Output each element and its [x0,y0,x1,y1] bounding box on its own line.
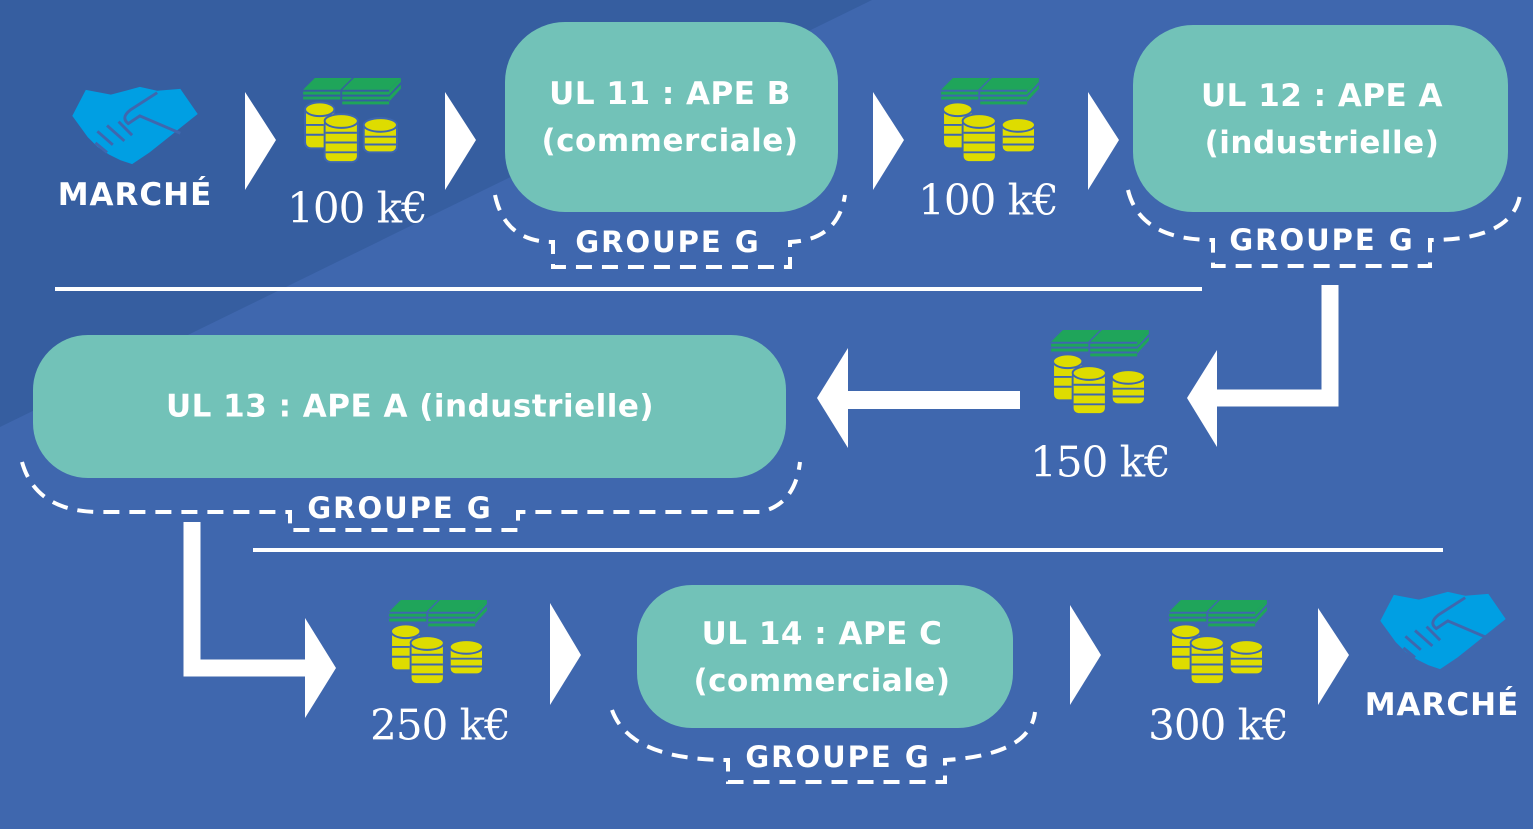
unit-ul14-line1: UL 14 : APE C [701,616,943,652]
arrow-icon [445,92,476,190]
unit-ul11-line2: (commerciale) [541,123,799,159]
group-bracket-ul13 [20,461,802,532]
unit-ul13-line1: UL 13 : APE A (industrielle) [165,388,655,425]
unit-ul12-label: UL 12 : APE A (industrielle) [1201,73,1443,167]
arrow-icon [1088,92,1119,190]
money-icon [1050,330,1150,416]
arrow-icon [873,92,904,190]
amount-5: 300 k€ [1148,700,1289,750]
unit-ul13-label: UL 13 : APE A (industrielle) [166,384,654,431]
unit-ul12-line2: (industrielle) [1204,125,1440,161]
amount-3: 150 k€ [1030,437,1171,487]
group-label-ul13: GROUPE G [307,491,493,525]
arrow-icon [817,348,848,448]
elbow-arrow-line [183,522,308,677]
arrow-icon [1318,608,1349,705]
box-ul12 [1133,25,1508,212]
amount-4: 250 k€ [370,700,511,750]
arrow-icon [305,618,336,718]
group-label-ul11: GROUPE G [575,225,761,259]
group-bracket-ul14 [610,709,1037,784]
market-label-end: MARCHÉ [1364,687,1520,723]
amount-1: 100 k€ [287,183,428,233]
group-bracket-ul12 [1126,189,1522,268]
group-label-ul12: GROUPE G [1229,223,1415,257]
arrow-icon [550,603,581,705]
handshake-icon [1378,590,1508,671]
box-ul14 [637,585,1013,728]
money-icon [1168,600,1268,686]
money-icon [940,78,1040,164]
unit-ul14-line2: (commerciale) [693,663,951,699]
arrow-icon [1187,350,1217,447]
unit-ul11-line1: UL 11 : APE B [549,76,791,112]
elbow-arrow-line [1212,285,1339,407]
arrow-icon [1070,605,1101,705]
group-bracket-ul11 [493,194,847,269]
money-icon [388,600,488,686]
unit-ul14-label: UL 14 : APE C (commerciale) [694,611,951,705]
amount-2: 100 k€ [918,175,1059,225]
box-ul13 [33,335,786,478]
box-ul11 [505,22,838,212]
unit-ul12-line1: UL 12 : APE A [1200,78,1444,114]
group-label-ul14: GROUPE G [745,740,931,774]
market-label-start: MARCHÉ [57,177,213,213]
arrow-icon [245,92,276,190]
unit-ul11-label: UL 11 : APE B (commerciale) [542,71,799,165]
